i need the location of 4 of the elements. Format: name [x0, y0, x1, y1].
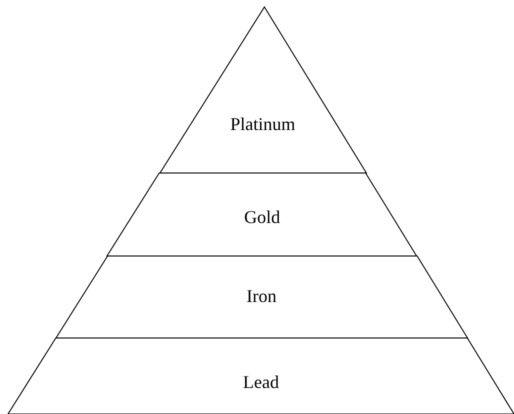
- tier-label: Platinum: [230, 113, 296, 135]
- tier-label: Iron: [246, 285, 277, 307]
- tier-label: Lead: [243, 371, 279, 393]
- tier-label: Gold: [244, 206, 280, 228]
